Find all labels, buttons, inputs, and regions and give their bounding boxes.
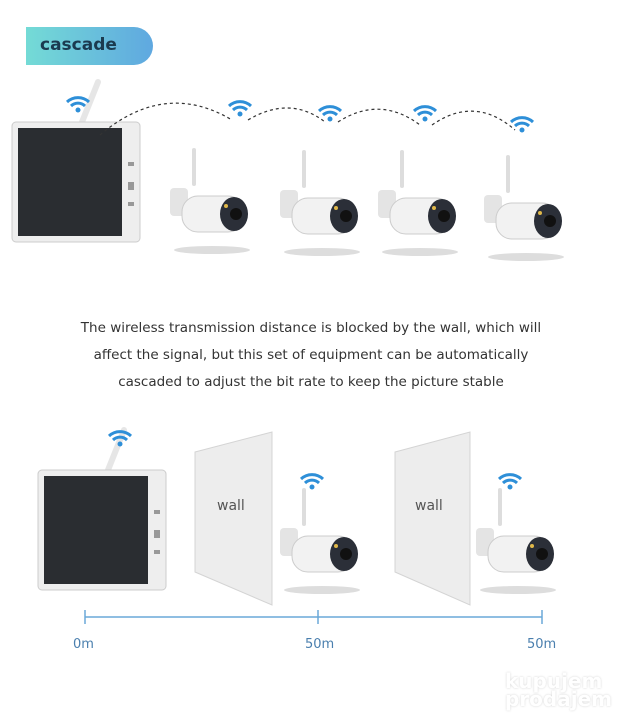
wifi-icon: [412, 105, 438, 123]
watermark-line: kupujem: [505, 669, 603, 693]
description: The wireless transmission distance is bl…: [0, 315, 622, 396]
camera-icon: [483, 154, 565, 262]
scale-label-50m: 50m: [305, 637, 335, 652]
camera-icon: [475, 487, 557, 595]
scale-label-50m: 50m: [527, 637, 557, 652]
wifi-icon: [227, 100, 253, 118]
camera-icon: [279, 149, 361, 257]
description-line: cascaded to adjust the bit rate to keep …: [118, 374, 504, 390]
wall-label: wall: [217, 498, 245, 514]
wifi-icon: [299, 473, 325, 491]
description-line: The wireless transmission distance is bl…: [80, 320, 542, 336]
wall-panel: [194, 431, 273, 606]
dashed-link: [99, 102, 516, 136]
scale-label-0m: 0m: [73, 637, 94, 652]
wifi-icon: [509, 116, 535, 134]
camera-icon: [279, 487, 361, 595]
wifi-icon: [497, 473, 523, 491]
description-line: affect the signal, but this set of equip…: [93, 347, 529, 363]
wall-panel: [394, 431, 471, 606]
monitor-icon: [12, 82, 140, 242]
top-row: [12, 82, 565, 262]
watermark-line: prodajem: [505, 687, 612, 711]
distance-scale: [84, 610, 543, 624]
wall-label: wall: [415, 498, 443, 514]
cascade-badge: cascade: [26, 27, 153, 65]
badge-label: cascade: [40, 35, 117, 55]
monitor-icon: [38, 430, 166, 590]
camera-icon: [169, 147, 251, 255]
camera-icon: [377, 149, 459, 257]
bottom-row: wall wall: [38, 430, 557, 624]
